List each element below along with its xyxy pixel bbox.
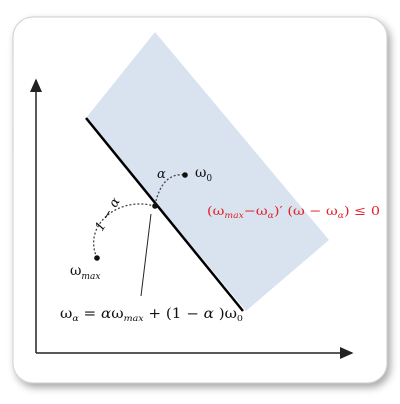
boundary-line bbox=[85, 117, 244, 312]
pointer-line bbox=[140, 213, 152, 297]
label-arc-alpha: α bbox=[157, 167, 166, 182]
point-omega-alpha bbox=[152, 203, 158, 209]
halfspace-region bbox=[86, 32, 329, 311]
combination-formula: ωα = αωmax + (1 − α )ω0 bbox=[60, 306, 243, 324]
arc-alpha bbox=[154, 174, 186, 206]
label-omega0: ω0 bbox=[195, 165, 212, 184]
label-omegamax: ωmax bbox=[70, 263, 100, 282]
arc-one-minus-alpha bbox=[93, 203, 155, 259]
point-omegamax bbox=[94, 255, 100, 261]
point-omega0 bbox=[182, 172, 188, 178]
